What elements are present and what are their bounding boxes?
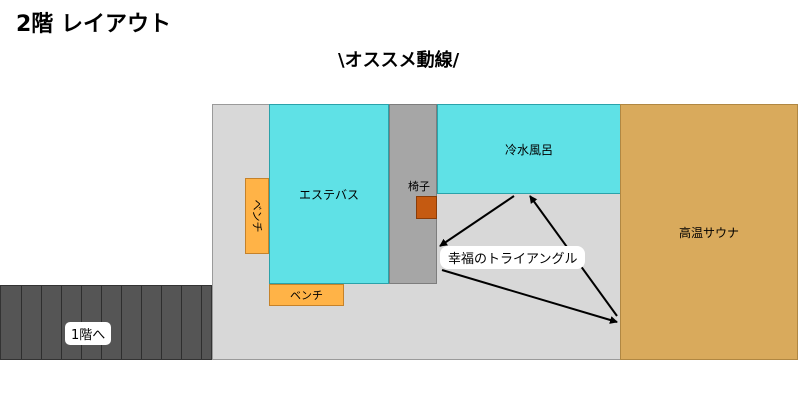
cold-bath: 冷水風呂 [437, 104, 621, 194]
page-title: 2階 レイアウト [16, 12, 171, 37]
arrow-cold-to-chair [439, 195, 515, 247]
bench-vertical: ベンチ [245, 178, 269, 254]
cold-bath-label: 冷水風呂 [504, 142, 553, 157]
hot-sauna-label: 高温サウナ [678, 225, 739, 240]
esthe-bath-label: エステバス [298, 187, 359, 202]
chair-label: 椅子 [408, 180, 430, 193]
esthe-bath: エステバス [269, 104, 389, 284]
stairs-label: 1階へ [65, 322, 112, 345]
chair-area [389, 104, 437, 284]
bench-horizontal: ベンチ [269, 284, 344, 306]
chair [416, 196, 437, 219]
arrow-chair-to-sauna [441, 269, 618, 324]
hot-sauna: 高温サウナ [620, 104, 798, 360]
recommended-route-title: \オススメ動線/ [338, 50, 460, 71]
bench-horizontal-label: ベンチ [290, 289, 323, 302]
stairs: 1階へ [0, 285, 212, 360]
happiness-triangle-label: 幸福のトライアングル [440, 246, 586, 269]
